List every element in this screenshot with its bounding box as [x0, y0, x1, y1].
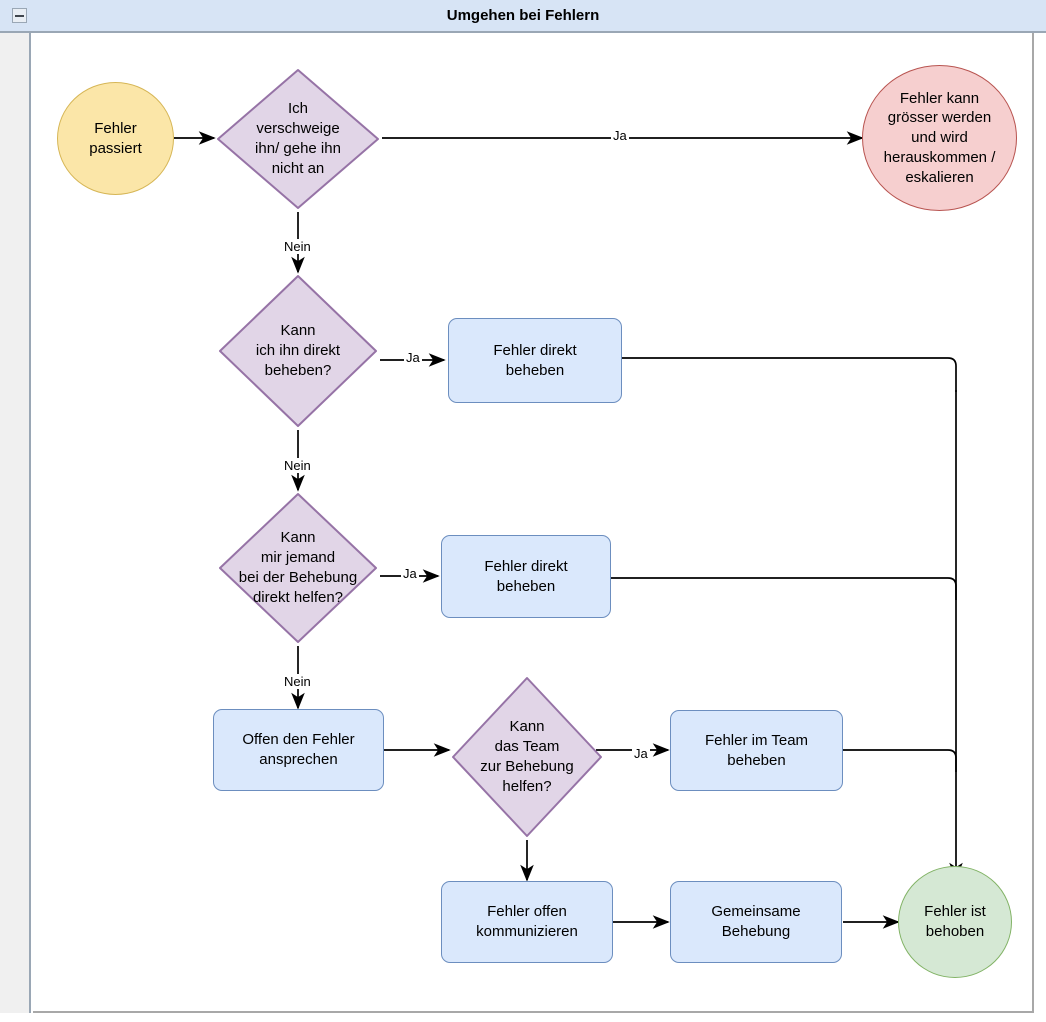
node-label: Kann mir jemand bei der Behebung direkt … [238, 529, 358, 606]
node-communicate-openly[interactable]: Fehler offen kommunizieren [441, 881, 613, 963]
window-title-bar: Umgehen bei Fehlern [0, 0, 1046, 33]
diamond-shape [217, 69, 379, 209]
edge-label-d4-ja: Ja [632, 746, 650, 761]
node-start[interactable]: Fehler passiert [57, 82, 174, 195]
node-decision-fix-myself[interactable]: Kann ich ihn direkt beheben? [216, 272, 380, 430]
node-joint-resolution[interactable]: Gemeinsame Behebung [670, 881, 842, 963]
edge-label-d2-nein: Nein [282, 458, 313, 473]
edge-teamfix-to-trunk [843, 749, 957, 772]
edge-label-d3-ja: Ja [401, 566, 419, 581]
right-margin [1036, 33, 1046, 1013]
node-escalation[interactable]: Fehler kann grösser werden und wird hera… [862, 65, 1017, 211]
edge-label-d1-nein: Nein [282, 239, 313, 254]
edge-label-d1-ja: Ja [611, 128, 629, 143]
node-label: Kann das Team zur Behebung helfen? [480, 718, 574, 795]
node-decision-team-helps[interactable]: Kann das Team zur Behebung helfen? [449, 674, 605, 840]
diamond-shape [219, 275, 377, 427]
edge-label-d3-nein: Nein [282, 674, 313, 689]
diamond-shape [452, 677, 602, 837]
node-label: Kann ich ihn direkt beheben? [255, 322, 341, 379]
diagram-canvas [33, 33, 1034, 1013]
node-resolved[interactable]: Fehler ist behoben [898, 866, 1012, 978]
node-team-fix[interactable]: Fehler im Team beheben [670, 710, 843, 791]
edge-label-d2-ja: Ja [404, 350, 422, 365]
page-title: Umgehen bei Fehlern [446, 7, 600, 24]
node-fix-directly-1[interactable]: Fehler direkt beheben [448, 318, 622, 403]
node-speak-openly[interactable]: Offen den Fehler ansprechen [213, 709, 384, 791]
edge-fix2-to-trunk [611, 577, 957, 600]
left-gutter [0, 33, 31, 1013]
node-fix-directly-2[interactable]: Fehler direkt beheben [441, 535, 611, 618]
node-decision-someone-helps[interactable]: Kann mir jemand bei der Behebung direkt … [216, 490, 380, 646]
diamond-shape [219, 493, 377, 643]
edge-fix1-to-trunk [622, 357, 957, 392]
node-decision-conceal[interactable]: Ich verschweige ihn/ gehe ihn nicht an [214, 66, 382, 212]
node-label: Ich verschweige ihn/ gehe ihn nicht an [255, 100, 341, 177]
minus-icon-title[interactable] [12, 8, 27, 23]
